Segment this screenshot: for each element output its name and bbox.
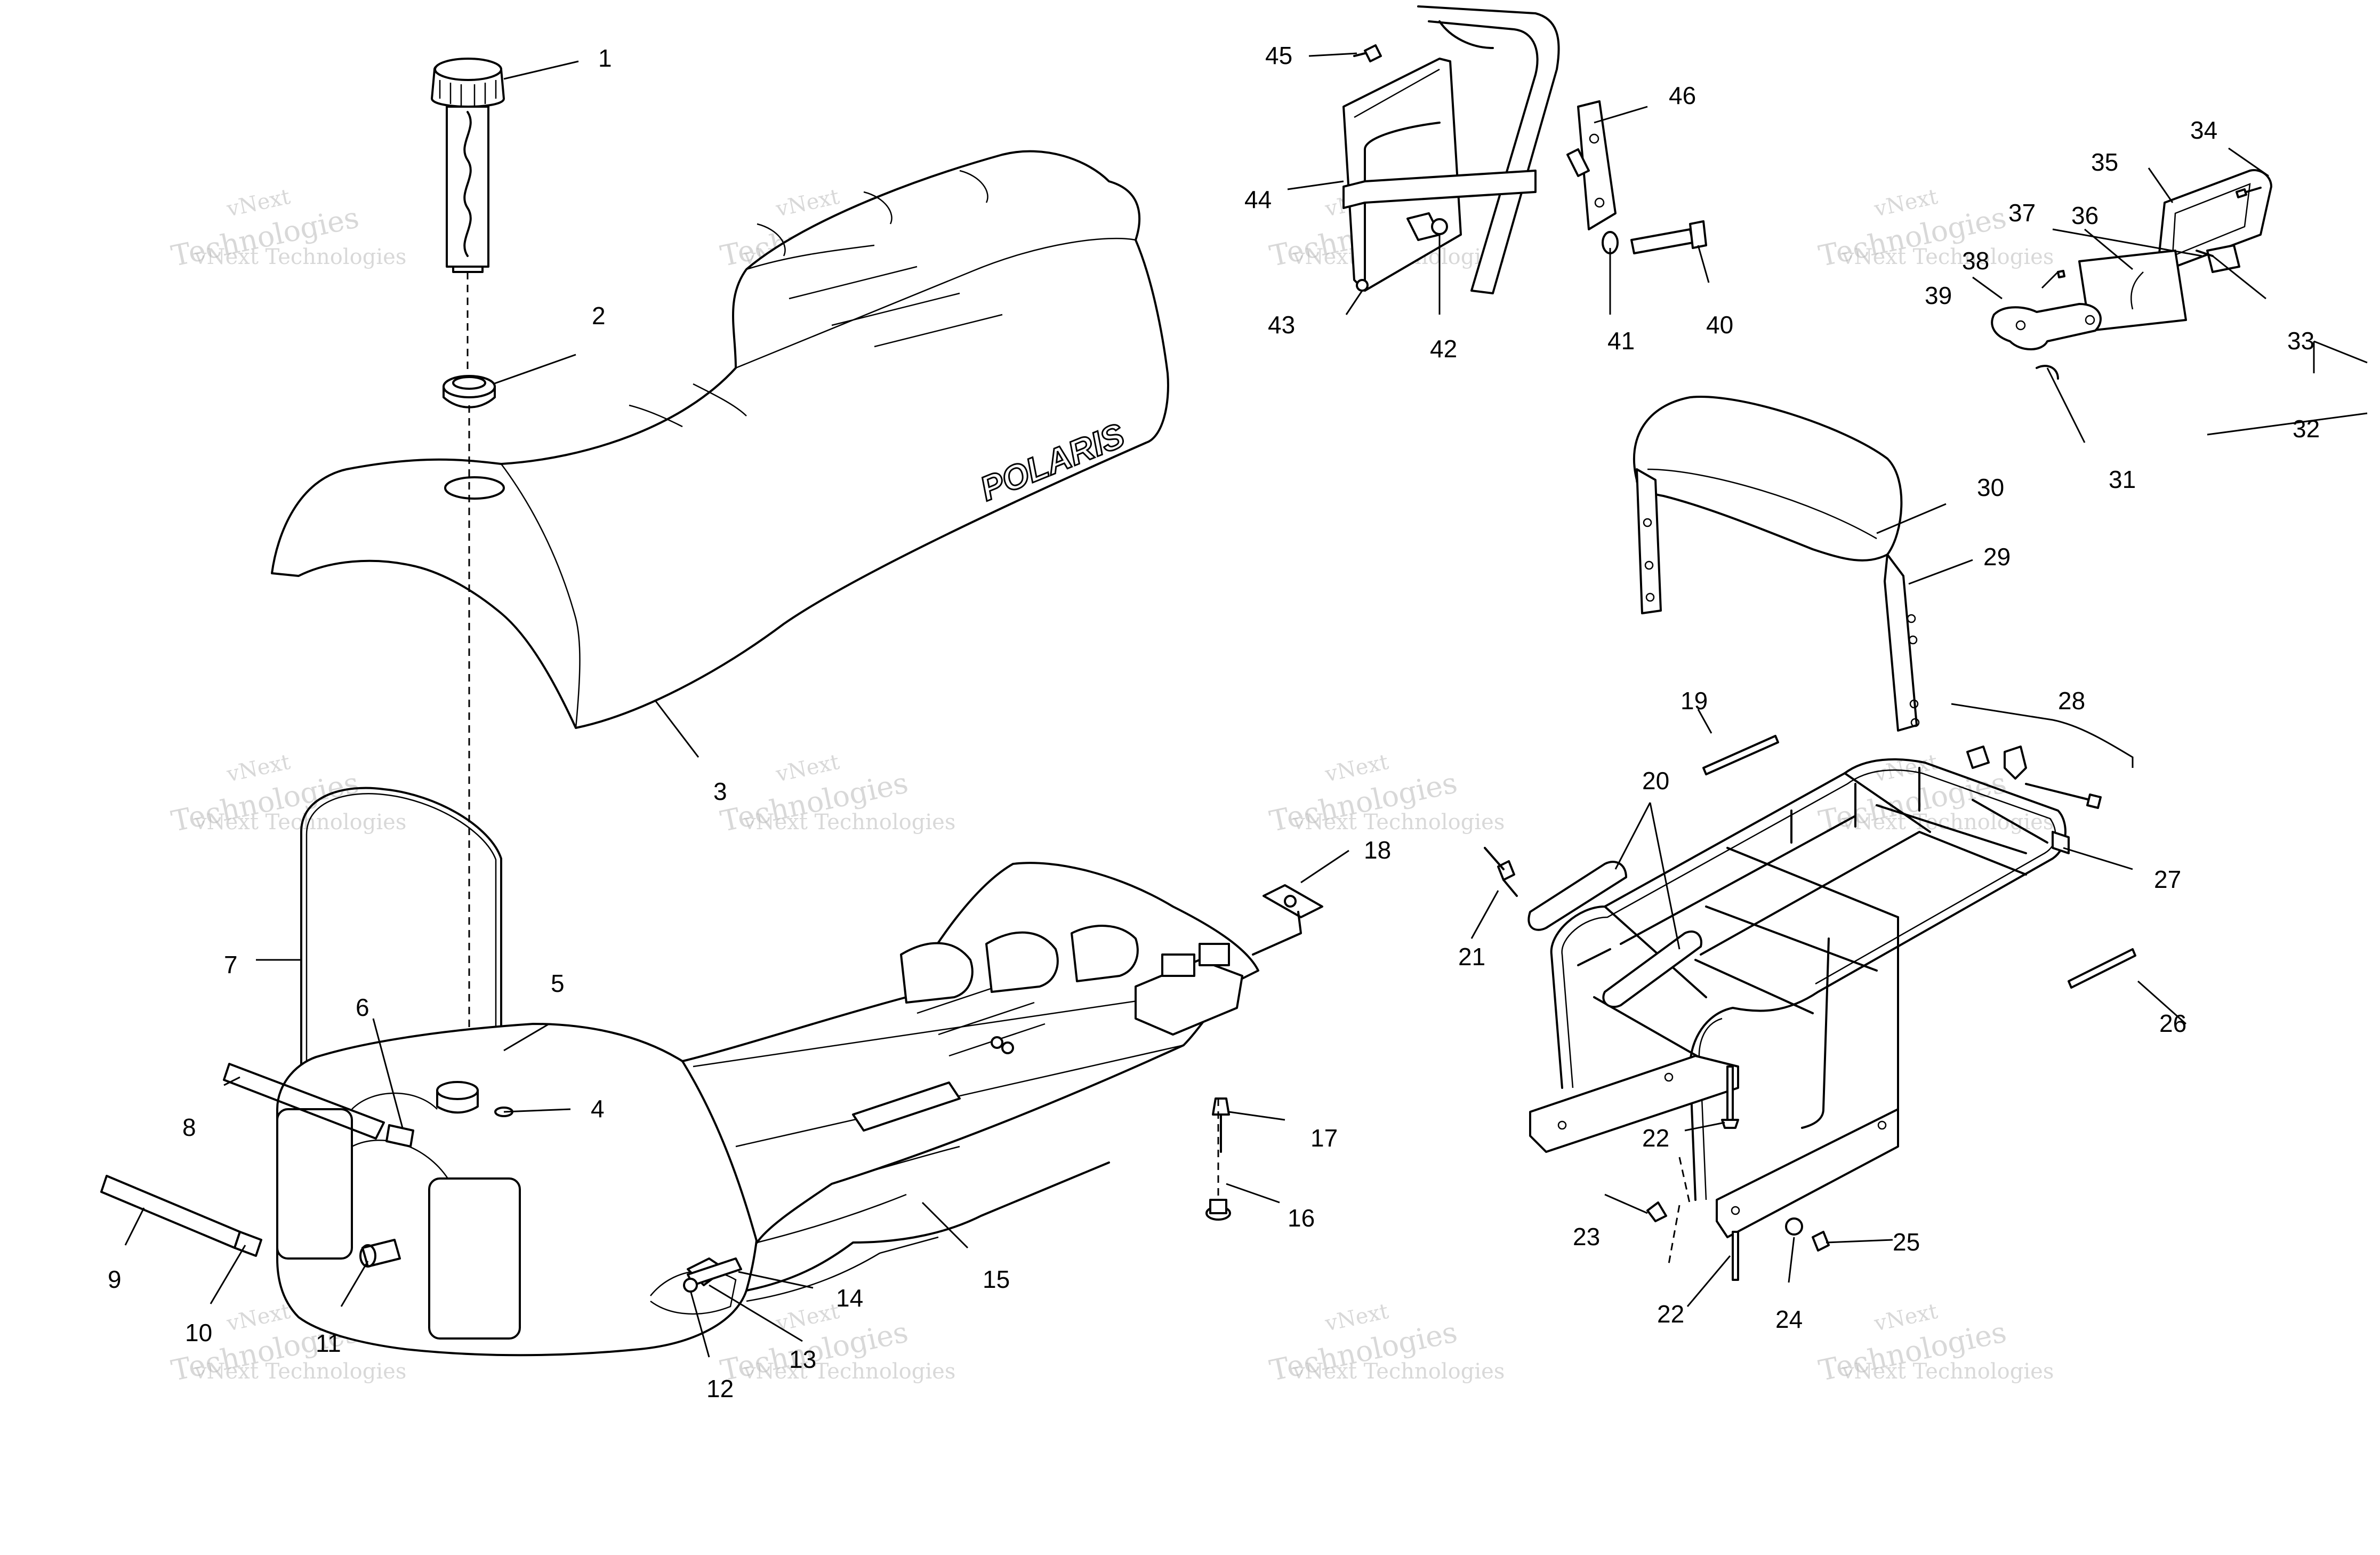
hardware-22-25: [1646, 1065, 1830, 1281]
callout-44: 44: [1244, 186, 1272, 213]
knob-28: [1966, 746, 2102, 809]
callouts: 1 2 3 4 5 6 7 8 9 10 11 12 13 14 15 16 1…: [108, 42, 2320, 1402]
callout-9: 9: [108, 1265, 122, 1293]
fuel-cap: [431, 58, 505, 373]
callout-22b: 22: [1657, 1300, 1684, 1328]
callout-43: 43: [1268, 311, 1295, 339]
bolt-17: [1212, 1097, 1230, 1153]
callout-25: 25: [1893, 1228, 1920, 1256]
svg-text:vNext Technologies: vNext Technologies: [743, 810, 955, 835]
svg-text:vNext Technologies: vNext Technologies: [194, 1359, 406, 1384]
push-pin-21: [1484, 847, 1518, 897]
callout-26: 26: [2159, 1009, 2186, 1037]
fuel-tank: [276, 1023, 760, 1357]
plate-bracket: [1342, 5, 1707, 294]
callout-20: 20: [1642, 767, 1669, 795]
callout-41: 41: [1607, 327, 1635, 355]
fuel-line-7: [300, 787, 502, 1068]
callout-17: 17: [1310, 1124, 1338, 1152]
callout-14: 14: [836, 1284, 863, 1312]
svg-text:vNext Technologies: vNext Technologies: [1842, 1359, 2054, 1384]
callout-4: 4: [591, 1095, 605, 1123]
valve-6: [385, 1124, 414, 1148]
callout-39: 39: [1925, 282, 1952, 309]
base-pan: [681, 862, 1259, 1302]
tail-light: [1991, 169, 2272, 380]
strap-8: [223, 1063, 385, 1140]
callout-31: 31: [2109, 466, 2136, 493]
callout-2: 2: [592, 302, 606, 330]
backrest-posts-29: [1636, 468, 1920, 732]
callout-45: 45: [1265, 42, 1292, 69]
backrest-30: [1633, 396, 1903, 562]
callout-30: 30: [1977, 474, 2004, 501]
bracket-18: [1252, 884, 1323, 956]
watermark-small: vNext Technologies: [194, 245, 406, 269]
hose-9: [100, 1175, 262, 1257]
callout-7: 7: [224, 951, 238, 979]
bolt-16: [1205, 1199, 1231, 1221]
callout-5: 5: [551, 969, 565, 997]
svg-text:vNext Technologies: vNext Technologies: [743, 1359, 955, 1384]
callout-34: 34: [2190, 116, 2217, 144]
callout-13: 13: [789, 1345, 816, 1373]
callout-36: 36: [2071, 202, 2098, 229]
pads-20: [1527, 861, 1702, 1008]
callout-42: 42: [1430, 335, 1457, 363]
callout-29: 29: [1983, 543, 2011, 571]
callout-21: 21: [1458, 943, 1485, 971]
callout-15: 15: [983, 1265, 1010, 1293]
callout-6: 6: [356, 993, 369, 1021]
svg-text:vNext Technologies: vNext Technologies: [1292, 1359, 1505, 1384]
callout-19: 19: [1681, 687, 1708, 715]
callout-1: 1: [598, 44, 612, 72]
svg-text:vNext Technologies: vNext Technologies: [1292, 810, 1505, 835]
callout-24: 24: [1775, 1305, 1803, 1333]
callout-18: 18: [1364, 836, 1391, 864]
decal-26: [2068, 948, 2136, 989]
callout-46: 46: [1669, 82, 1696, 109]
callout-12: 12: [706, 1375, 734, 1402]
svg-text:vNext Technologies: vNext Technologies: [1842, 810, 2054, 835]
callout-22a: 22: [1642, 1124, 1669, 1152]
leaders: [124, 52, 2368, 1358]
callout-28: 28: [2058, 687, 2085, 715]
seat: POLARIS: [271, 150, 1169, 729]
callout-3: 3: [713, 777, 727, 805]
callout-33: 33: [2287, 327, 2314, 355]
callout-8: 8: [182, 1113, 196, 1141]
callout-35: 35: [2091, 148, 2118, 176]
callout-27: 27: [2154, 865, 2181, 893]
callout-10: 10: [185, 1319, 212, 1346]
callout-16: 16: [1288, 1204, 1315, 1232]
callout-23: 23: [1573, 1223, 1600, 1251]
hardware-centerline: [1668, 1157, 1691, 1264]
callout-38: 38: [1962, 247, 1989, 275]
grommet-2: [443, 375, 496, 408]
fitting-11: [359, 1239, 401, 1268]
rack-27: [1529, 758, 2070, 1238]
callout-11: 11: [316, 1329, 341, 1357]
callout-37: 37: [2008, 199, 2036, 227]
svg-text:vNext Technologies: vNext Technologies: [1842, 245, 2054, 269]
callout-32: 32: [2293, 415, 2320, 443]
callout-40: 40: [1706, 311, 1733, 339]
decal-19: [1702, 735, 1779, 775]
